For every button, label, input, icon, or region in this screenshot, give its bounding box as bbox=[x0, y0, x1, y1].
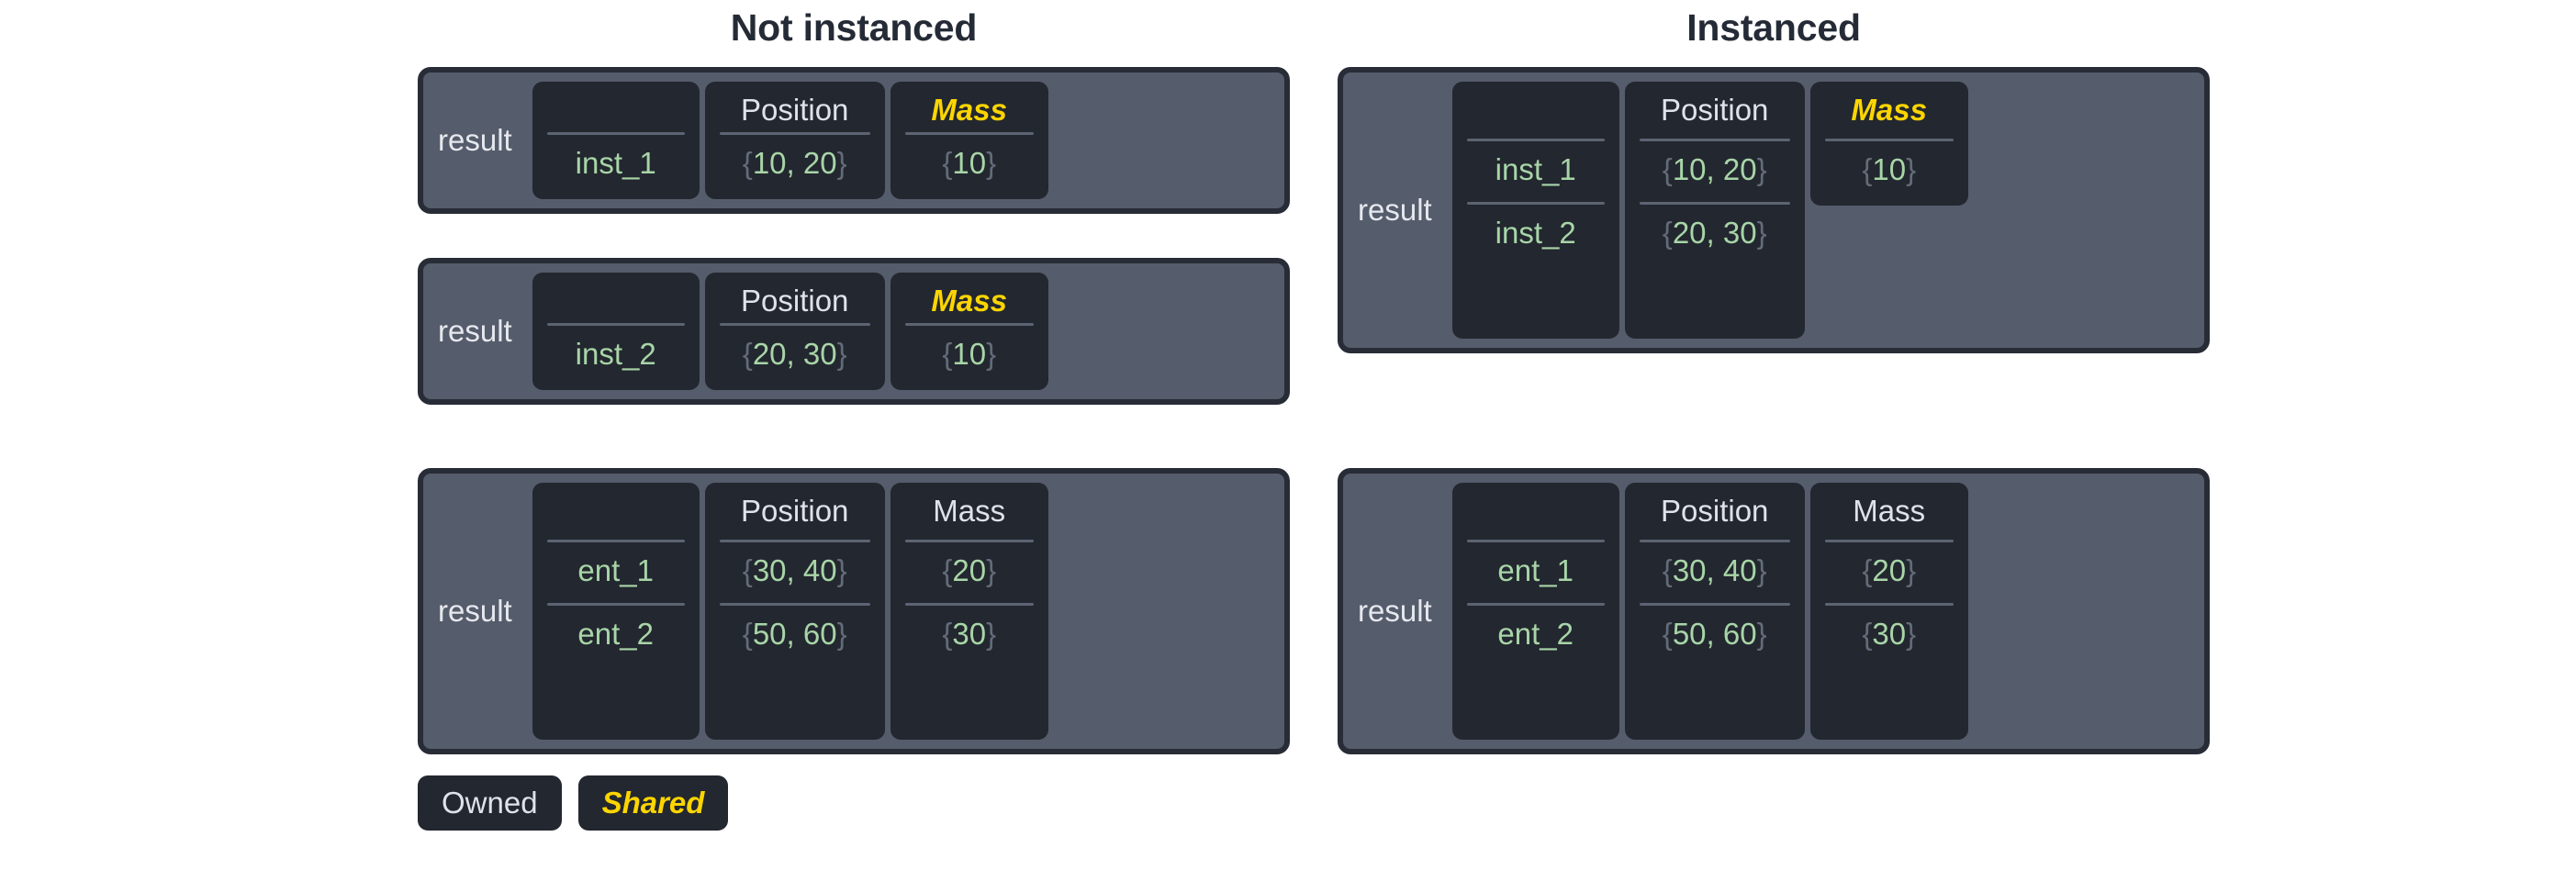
column-header-mass: Mass bbox=[933, 494, 1006, 528]
column-group: ent_1 ent_2 Position {30, 40} {50, 60} M… bbox=[1451, 474, 2204, 749]
row-rule bbox=[1466, 202, 1605, 205]
column-header-name bbox=[1465, 486, 1607, 536]
cell-position: {30, 40} bbox=[1662, 553, 1767, 587]
header-rule bbox=[904, 323, 1034, 326]
legend-chip-shared[interactable]: Shared bbox=[577, 775, 729, 831]
column-name: ent_1 ent_2 bbox=[1451, 483, 1619, 740]
header-rule bbox=[546, 323, 685, 326]
cell-position: {10, 20} bbox=[742, 146, 847, 180]
cell-mass: {10} bbox=[942, 337, 997, 371]
column-name: inst_1 bbox=[532, 82, 700, 199]
cell-name: ent_1 bbox=[577, 553, 654, 587]
column-header-mass: Mass bbox=[931, 93, 1007, 127]
column-header-position: Position bbox=[1661, 93, 1769, 127]
column-header-position: Position bbox=[741, 284, 849, 318]
table-instanced-instances: result inst_1 inst_2 Position {10, 20} {… bbox=[1338, 67, 2210, 353]
cell-mass: {30} bbox=[1862, 617, 1917, 651]
column-name: inst_2 bbox=[532, 273, 700, 390]
row-rule bbox=[1639, 603, 1790, 606]
cell-name: inst_2 bbox=[575, 337, 656, 371]
row-rule bbox=[1466, 603, 1605, 606]
cell-name: inst_1 bbox=[575, 146, 656, 180]
header-rule bbox=[546, 132, 685, 135]
cell-mass: {10} bbox=[1862, 152, 1917, 186]
row-rule bbox=[546, 603, 685, 606]
column-header-name bbox=[545, 276, 687, 319]
column-title-not-instanced: Not instanced bbox=[730, 6, 978, 49]
column-position: Position {30, 40} {50, 60} bbox=[704, 483, 885, 740]
cell-mass: {30} bbox=[942, 617, 997, 651]
row-label: result bbox=[438, 594, 512, 628]
column-position: Position {10, 20} {20, 30} bbox=[1624, 82, 1805, 339]
column-position: Position {30, 40} {50, 60} bbox=[1624, 483, 1805, 740]
cell-mass: {20} bbox=[1862, 553, 1917, 587]
column-group: inst_2 Position {20, 30} Mass {10} bbox=[532, 263, 1284, 399]
header-rule bbox=[1639, 540, 1790, 542]
cell-name: ent_1 bbox=[1497, 553, 1574, 587]
column-group: ent_1 ent_2 Position {30, 40} {50, 60} M… bbox=[532, 474, 1284, 749]
column-header-name bbox=[545, 85, 687, 128]
row-rule bbox=[1639, 202, 1790, 205]
column-header-position: Position bbox=[1661, 494, 1769, 528]
column-header-position: Position bbox=[741, 494, 849, 528]
table-not-instanced-inst2: result inst_2 Position {20, 30} Mass {10… bbox=[418, 258, 1290, 405]
column-mass: Mass {20} {30} bbox=[890, 483, 1048, 740]
cell-position: {10, 20} bbox=[1662, 152, 1767, 186]
row-label: result bbox=[1358, 193, 1432, 227]
header-rule bbox=[719, 132, 870, 135]
header-rule bbox=[719, 323, 870, 326]
column-header-mass: Mass bbox=[931, 284, 1007, 318]
header-rule bbox=[1824, 139, 1954, 141]
header-rule bbox=[1639, 139, 1790, 141]
cell-name: ent_2 bbox=[1497, 617, 1574, 651]
column-header-name bbox=[1465, 85, 1607, 135]
row-label: result bbox=[438, 314, 512, 348]
cell-position: {30, 40} bbox=[742, 553, 847, 587]
cell-mass: {20} bbox=[942, 553, 997, 587]
table-not-instanced-entities: result ent_1 ent_2 Position {30, 40} {50… bbox=[418, 468, 1290, 754]
cell-position: {20, 30} bbox=[1662, 216, 1767, 250]
row-label: result bbox=[438, 123, 512, 157]
cell-mass: {10} bbox=[942, 146, 997, 180]
cell-name: inst_1 bbox=[1495, 152, 1576, 186]
column-name: ent_1 ent_2 bbox=[532, 483, 700, 740]
row-rule bbox=[904, 603, 1034, 606]
column-position: Position {20, 30} bbox=[704, 273, 885, 390]
column-header-position: Position bbox=[741, 93, 849, 127]
cell-name: inst_2 bbox=[1495, 216, 1576, 250]
cell-position: {50, 60} bbox=[742, 617, 847, 651]
row-rule bbox=[719, 603, 870, 606]
header-rule bbox=[1466, 139, 1605, 141]
column-header-name bbox=[545, 486, 687, 536]
row-label: result bbox=[1358, 594, 1432, 628]
cell-position: {50, 60} bbox=[1662, 617, 1767, 651]
cell-position: {20, 30} bbox=[742, 337, 847, 371]
column-mass: Mass {10} bbox=[890, 273, 1048, 390]
column-mass: Mass {10} bbox=[890, 82, 1048, 199]
column-header-mass: Mass bbox=[1853, 494, 1926, 528]
table-instanced-entities: result ent_1 ent_2 Position {30, 40} {50… bbox=[1338, 468, 2210, 754]
column-name: inst_1 inst_2 bbox=[1451, 82, 1619, 339]
column-title-instanced: Instanced bbox=[1686, 6, 1861, 49]
legend: Owned Shared bbox=[418, 775, 729, 831]
cell-name: ent_2 bbox=[577, 617, 654, 651]
column-position: Position {10, 20} bbox=[704, 82, 885, 199]
column-group: inst_1 inst_2 Position {10, 20} {20, 30}… bbox=[1451, 72, 2204, 348]
table-not-instanced-inst1: result inst_1 Position {10, 20} Mass {10… bbox=[418, 67, 1290, 214]
header-rule bbox=[1466, 540, 1605, 542]
legend-chip-owned[interactable]: Owned bbox=[418, 775, 562, 831]
column-mass: Mass {20} {30} bbox=[1809, 483, 1968, 740]
column-header-mass: Mass bbox=[1851, 93, 1927, 127]
header-rule bbox=[719, 540, 870, 542]
header-rule bbox=[1824, 540, 1954, 542]
header-rule bbox=[904, 132, 1034, 135]
column-group: inst_1 Position {10, 20} Mass {10} bbox=[532, 72, 1284, 208]
column-mass-shared: Mass {10} bbox=[1809, 82, 1968, 206]
row-rule bbox=[1824, 603, 1954, 606]
header-rule bbox=[904, 540, 1034, 542]
header-rule bbox=[546, 540, 685, 542]
